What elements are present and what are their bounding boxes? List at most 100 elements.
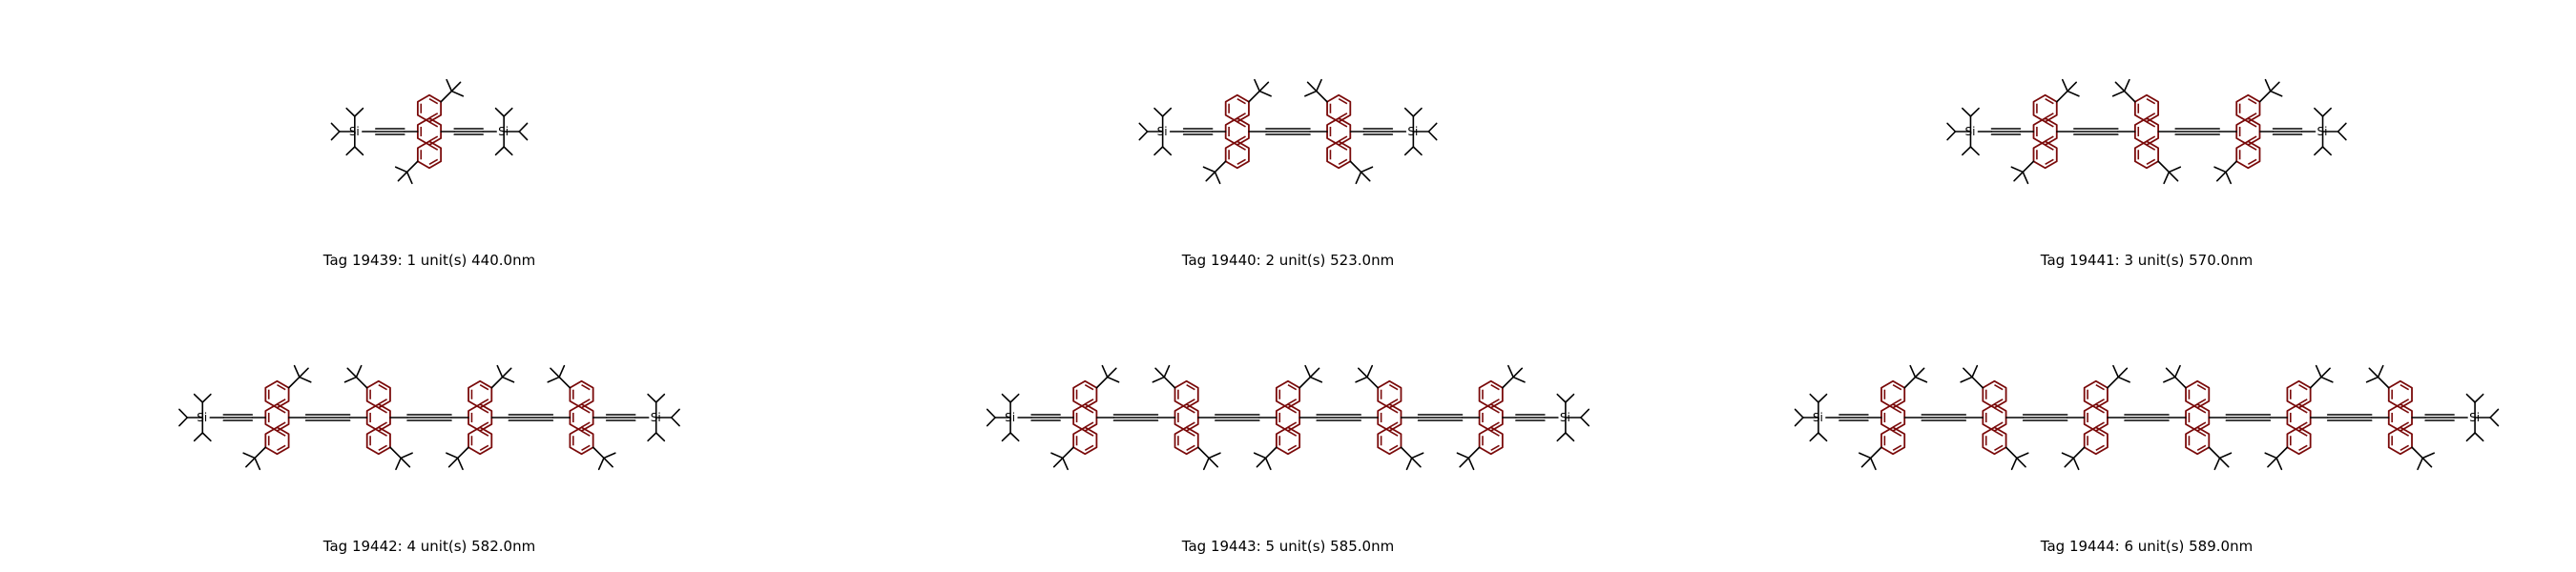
methyl-bond <box>1859 452 1872 460</box>
methyl-bond <box>547 376 560 383</box>
isopropyl-methyl-bond <box>178 417 189 427</box>
molecule-caption-3: Tag 19441: 3 unit(s) 570.0nm <box>2040 252 2254 269</box>
double-bond <box>1084 407 1094 414</box>
isopropyl-methyl-bond <box>1962 107 1972 117</box>
isopropyl-methyl-bond <box>1403 107 1415 117</box>
benzene-ring <box>1982 426 2007 456</box>
double-bond <box>1186 421 1195 428</box>
double-bond <box>1994 407 2004 414</box>
methyl-bond <box>1914 376 1928 383</box>
isopropyl-methyl-bond <box>193 393 204 403</box>
double-bond <box>2247 112 2257 119</box>
tert-butyl-bond <box>2123 90 2136 103</box>
benzene-ring <box>467 403 493 432</box>
tert-butyl-bond <box>2173 376 2187 389</box>
methyl-bond <box>2377 364 2384 378</box>
tert-butyl-bond <box>1315 90 1328 103</box>
double-bond <box>2095 398 2105 405</box>
isopropyl-methyl-bond <box>1794 417 1804 427</box>
double-bond <box>1287 383 1298 391</box>
methyl-bond <box>1309 376 1323 383</box>
methyl-bond <box>1205 171 1216 182</box>
double-bond <box>1186 383 1195 391</box>
tert-butyl-bond <box>1502 376 1514 389</box>
methyl-bond <box>2365 376 2379 383</box>
tert-butyl-bond <box>2056 90 2068 103</box>
tert-butyl-bond <box>2258 90 2272 103</box>
benzene-ring <box>2387 426 2413 456</box>
methyl-bond <box>1512 376 1526 383</box>
double-bond <box>1084 398 1094 405</box>
methyl-bond <box>1208 457 1219 468</box>
methyl-bond <box>1963 367 1973 378</box>
methyl-bond <box>501 367 512 378</box>
benzene-ring <box>2032 140 2058 170</box>
isopropyl-methyl-bond <box>494 146 505 156</box>
double-bond <box>2146 121 2156 128</box>
methyl-bond <box>2320 376 2334 383</box>
isopropyl-methyl-bond <box>670 408 680 419</box>
tert-butyl-bond <box>1062 446 1074 460</box>
methyl-bond <box>2421 457 2433 468</box>
double-bond <box>581 407 591 414</box>
double-bond <box>2399 430 2410 437</box>
isopropyl-methyl-bond <box>1809 393 1819 403</box>
methyl-bond <box>2267 457 2277 468</box>
double-bond <box>1236 144 1246 151</box>
tert-butyl-bond <box>440 90 453 103</box>
double-bond <box>378 421 387 428</box>
double-bond <box>2045 112 2054 119</box>
methyl-bond <box>1062 457 1069 471</box>
double-bond <box>378 383 387 391</box>
isopropyl-methyl-bond <box>2474 393 2484 403</box>
methyl-bond <box>1214 171 1221 185</box>
tert-butyl-bond <box>1298 376 1312 389</box>
double-bond <box>2045 144 2054 151</box>
methyl-bond <box>405 171 413 185</box>
double-bond <box>2196 398 2207 405</box>
benzene-ring <box>2235 140 2261 170</box>
methyl-bond <box>1512 367 1524 378</box>
methyl-bond <box>1258 81 1270 92</box>
isopropyl-methyl-bond <box>1009 432 1020 442</box>
isopropyl-methyl-bond <box>1556 393 1567 403</box>
double-bond <box>2298 407 2308 414</box>
methyl-bond <box>2114 81 2126 92</box>
double-bond <box>479 398 489 405</box>
tert-butyl-bond <box>2411 446 2424 460</box>
methyl-bond <box>242 452 256 460</box>
tert-butyl-bond <box>592 446 605 460</box>
double-bond <box>2146 135 2156 142</box>
double-bond <box>1490 398 1500 405</box>
double-bond <box>2146 144 2156 151</box>
molecule-caption-6: Tag 19444: 6 unit(s) 589.0nm <box>2040 538 2254 555</box>
isopropyl-methyl-bond <box>330 131 341 141</box>
tert-butyl-bond <box>2022 160 2035 174</box>
isopropyl-methyl-bond <box>330 122 341 133</box>
methyl-bond <box>2067 81 2078 92</box>
methyl-bond <box>1410 457 1422 468</box>
double-bond <box>1388 383 1399 391</box>
double-bond <box>2045 135 2054 142</box>
double-bond <box>2298 383 2308 391</box>
benzene-ring <box>365 403 391 432</box>
double-bond <box>428 158 439 166</box>
methyl-bond <box>1163 364 1171 378</box>
methyl-bond <box>245 457 256 468</box>
benzene-ring <box>2133 117 2160 146</box>
tert-butyl-bond <box>1349 160 1362 174</box>
double-bond <box>2095 444 2105 452</box>
double-bond <box>1490 430 1500 437</box>
tert-butyl-bond <box>2275 446 2289 460</box>
benzene-ring <box>1275 426 1301 456</box>
tert-butyl-bond <box>1248 90 1261 103</box>
isopropyl-methyl-bond <box>986 408 996 419</box>
double-bond <box>479 430 489 437</box>
methyl-bond <box>2072 457 2080 471</box>
isopropyl-methyl-bond <box>1580 417 1590 427</box>
methyl-bond <box>1366 364 1374 378</box>
double-bond <box>378 444 387 452</box>
